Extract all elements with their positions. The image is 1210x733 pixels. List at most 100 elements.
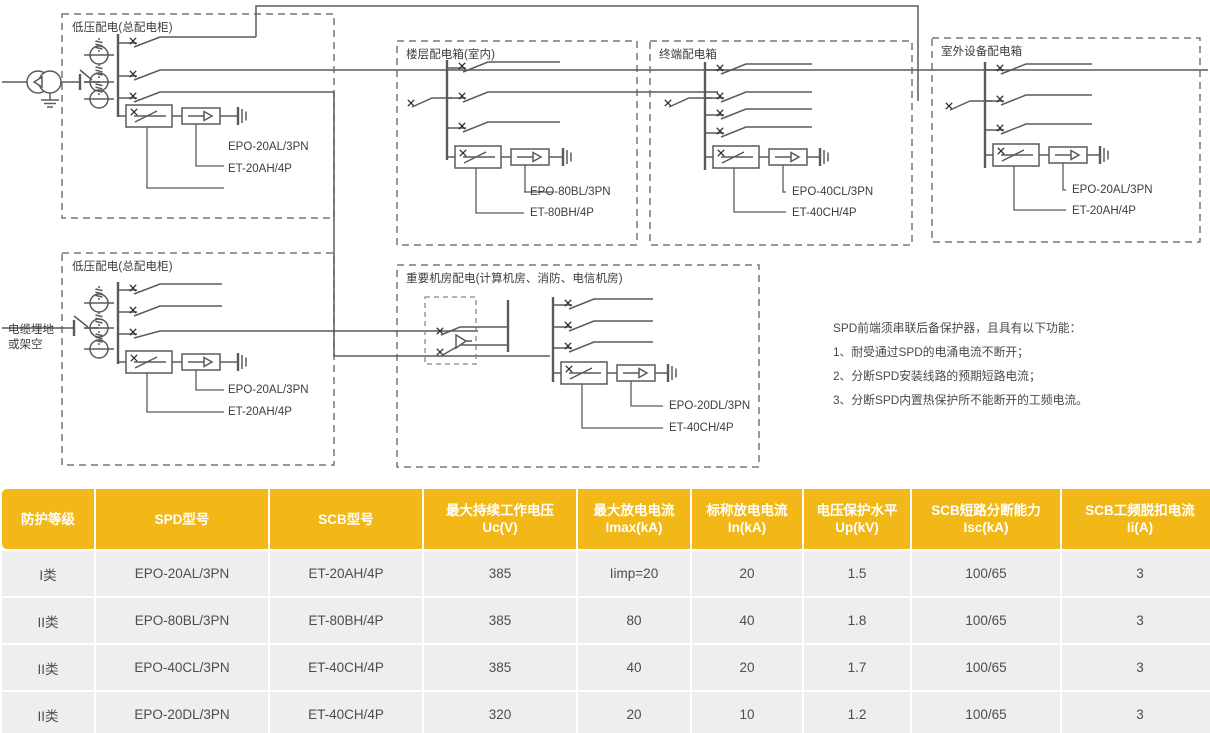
notes-item-1: 1、耐受通过SPD的电涌电流不断开； (833, 345, 1029, 359)
cell-scb-model: ET-40CH/4P (270, 645, 422, 690)
table-header-row: 防护等级 SPD型号 SCB型号 最大持续工作电压 Uc(V) 最大放电电流 I… (2, 489, 1210, 549)
th-line1: SCB短路分断能力 (931, 503, 1041, 518)
th-imax: 最大放电电流 Imax(kA) (578, 489, 690, 549)
table-row: I类 EPO-20AL/3PN ET-20AH/4P 385 Iimp=20 2… (2, 551, 1210, 596)
feeder-terminal-4 (705, 126, 812, 138)
leader-scb-top (146, 127, 224, 189)
label-spd-critical-room: EPO-20DL/3PN (669, 400, 751, 412)
label-spd-lv-main-top: EPO-20AL/3PN (228, 141, 309, 153)
cell-up: 1.5 (804, 551, 910, 596)
label-scb-outdoor-box: ET-20AH/4P (1072, 205, 1136, 217)
cell-isc: 100/65 (912, 645, 1060, 690)
cell-ii: 3 (1062, 598, 1210, 643)
diagram-svg: .ln { stroke:#5a5a5a; stroke-width:1.5; … (2, 5, 1208, 468)
th-line1: 电压保护水平 (816, 503, 898, 518)
label-scb-terminal-box: ET-40CH/4P (792, 207, 857, 219)
label-scb-floor-box: ET-80BH/4P (530, 207, 594, 219)
source-label-line1: 电缆埋地 (8, 324, 54, 336)
cell-scb-model: ET-20AH/4P (270, 551, 422, 596)
feeder-floor-3 (447, 121, 560, 133)
cell-imax: 40 (578, 645, 690, 690)
feeder-floor-2 (447, 91, 718, 103)
block-title-lv-main-top: 低压配电(总配电柜) (72, 22, 173, 34)
th-spd-model: SPD型号 (96, 489, 268, 549)
label-spd-floor-box: EPO-80BL/3PN (530, 186, 611, 198)
th-protection-class: 防护等级 (2, 489, 94, 549)
label-scb-critical-room: ET-40CH/4P (669, 422, 734, 434)
feeder-outdoor-2 (985, 94, 1092, 106)
th-line1: 最大放电电流 (593, 503, 675, 518)
feeder-critical-3 (553, 341, 653, 353)
cell-up: 1.7 (804, 645, 910, 690)
cell-imax: 80 (578, 598, 690, 643)
leader-spd-top (195, 124, 224, 167)
cell-uc: 385 (424, 645, 576, 690)
cell-spd-model: EPO-40CL/3PN (96, 645, 268, 690)
th-line1: SPD型号 (154, 511, 210, 527)
cell-up: 1.2 (804, 692, 910, 733)
incoming-lv-bottom (2, 315, 89, 336)
cell-in: 20 (692, 551, 802, 596)
block-title-lv-main-bottom: 低压配电(总配电柜) (72, 261, 173, 273)
feeder-critical-2 (553, 320, 653, 332)
feeder-top-3 (118, 91, 334, 103)
cell-imax: Iimp=20 (578, 551, 690, 596)
cell-imax: 20 (578, 692, 690, 733)
label-spd-outdoor-box: EPO-20AL/3PN (1072, 184, 1153, 196)
cell-isc: 100/65 (912, 692, 1060, 733)
th-line2: Imax(kA) (605, 520, 663, 535)
th-line1: SCB型号 (318, 511, 374, 527)
th-line2: Uc(V) (482, 520, 518, 535)
cell-uc: 385 (424, 551, 576, 596)
th-line1: 最大持续工作电压 (446, 503, 554, 518)
feeder-outdoor-1 (985, 63, 1092, 75)
th-up: 电压保护水平 Up(kV) (804, 489, 910, 549)
cell-scb-model: ET-40CH/4P (270, 692, 422, 733)
th-uc: 最大持续工作电压 Uc(V) (424, 489, 576, 549)
cell-up: 1.8 (804, 598, 910, 643)
cell-in: 20 (692, 645, 802, 690)
source-label-cable: 电缆埋地 或架空 (8, 323, 54, 353)
metering-stack-top (79, 37, 115, 109)
spd-scb-spec-table: 防护等级 SPD型号 SCB型号 最大持续工作电压 Uc(V) 最大放电电流 I… (0, 487, 1210, 733)
ats-switchgear (436, 326, 508, 357)
feeder-top-2 (118, 69, 1208, 81)
notes-heading: SPD前端须串联后备保护器，且具有以下功能： (833, 321, 1082, 335)
enclosure-outdoor-box (931, 37, 1201, 243)
spd-branch-critical (553, 362, 678, 429)
th-line1: 标称放电电流 (706, 503, 788, 518)
feeder-bottom-1 (118, 283, 222, 295)
cell-ii: 3 (1062, 692, 1210, 733)
cell-in: 40 (692, 598, 802, 643)
notes-block: SPD前端须串联后备保护器，且具有以下功能： 1、耐受通过SPD的电涌电流不断开… (833, 316, 1088, 412)
feeder-terminal-3 (705, 108, 812, 120)
spd-branch-terminal (705, 146, 830, 213)
th-isc: SCB短路分断能力 Isc(kA) (912, 489, 1060, 549)
source-label-line2: 或架空 (8, 339, 43, 351)
th-line1: SCB工频脱扣电流 (1085, 503, 1195, 518)
table-row: II类 EPO-20DL/3PN ET-40CH/4P 320 20 10 1.… (2, 692, 1210, 733)
table-row: II类 EPO-40CL/3PN ET-40CH/4P 385 40 20 1.… (2, 645, 1210, 690)
notes-item-3: 3、分断SPD内置热保护所不能断开的工频电流。 (833, 393, 1088, 407)
cell-uc: 320 (424, 692, 576, 733)
spd-branch-bottom (118, 351, 248, 413)
spd-branch-floor (447, 146, 573, 214)
notes-item-2: 2、分断SPD安装线路的预期短路电流； (833, 369, 1041, 383)
label-spd-terminal-box: EPO-40CL/3PN (792, 186, 874, 198)
feeder-floor-1 (447, 61, 560, 73)
th-line1: 防护等级 (21, 511, 75, 527)
cell-protection-class: I类 (2, 551, 94, 596)
feeder-critical-1 (553, 298, 653, 310)
spd-branch-outdoor (985, 144, 1110, 211)
th-line2: In(kA) (727, 520, 767, 535)
label-scb-lv-main-top: ET-20AH/4P (228, 163, 292, 175)
feeder-bottom-3 (118, 328, 390, 339)
cell-spd-model: EPO-20AL/3PN (96, 551, 268, 596)
feeder-outdoor-3 (985, 123, 1092, 135)
cell-isc: 100/65 (912, 598, 1060, 643)
trunk-top-outdoor (255, 5, 919, 101)
th-in: 标称放电电流 In(kA) (692, 489, 802, 549)
block-title-floor-box: 楼层配电箱(室内) (406, 49, 496, 61)
table-row: II类 EPO-80BL/3PN ET-80BH/4P 385 80 40 1.… (2, 598, 1210, 643)
trunk-top-critical (333, 92, 550, 357)
